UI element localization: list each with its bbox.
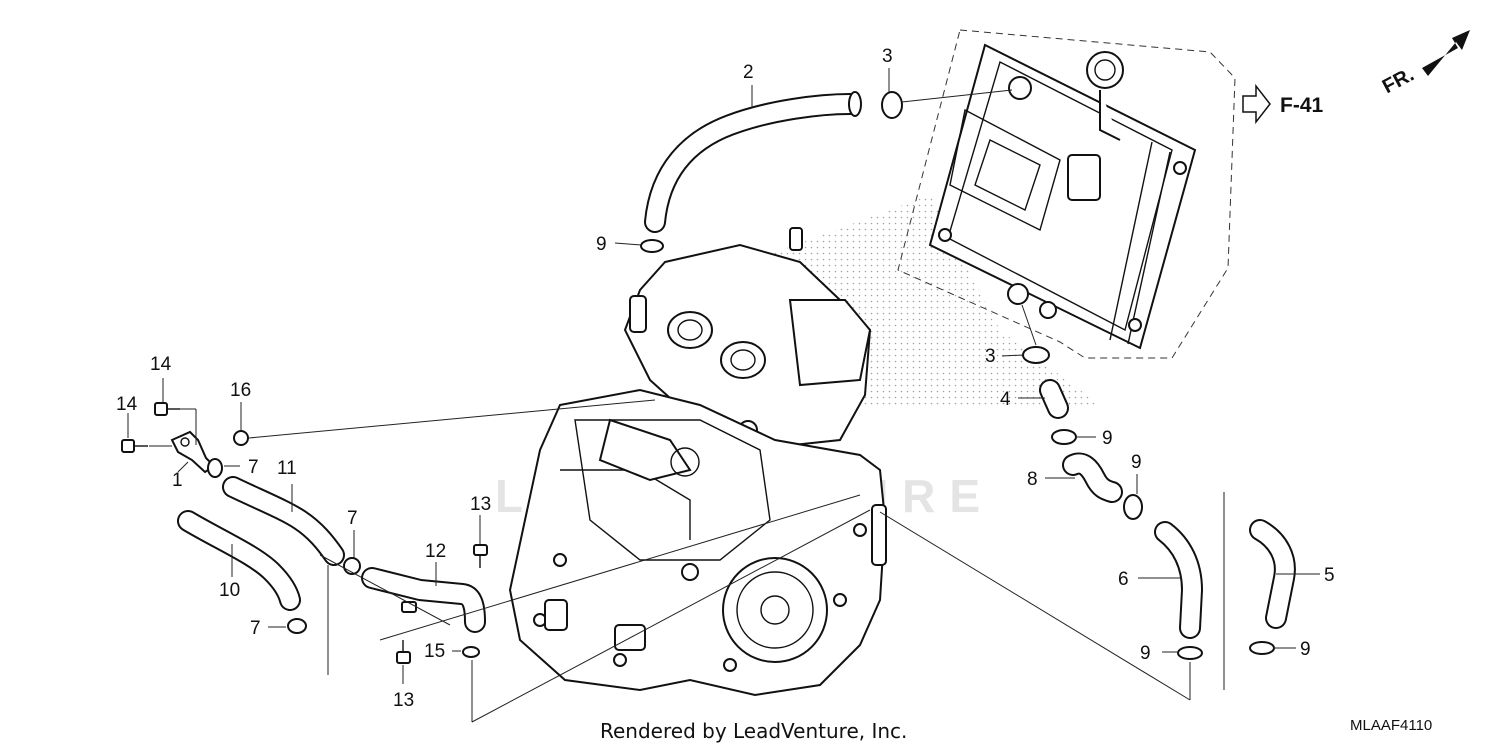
callout-14-left: 14 [116,394,138,415]
clamp-9-hose5 [1249,641,1275,655]
callout-9-mid2: 9 [1131,452,1142,473]
hose-10 [177,510,301,611]
pipe-12 [361,567,486,633]
clamp-9-mid2 [1123,494,1143,520]
callout-10: 10 [219,580,240,601]
callout-15: 15 [424,641,445,662]
callout-12: 12 [425,541,446,562]
reference-boundary [897,29,1236,359]
callout-16: 16 [230,380,251,401]
callout-5: 5 [1324,565,1335,586]
clamp-3-top [881,91,903,119]
callout-7-c: 7 [250,618,261,639]
hose-5 [1249,519,1296,629]
callout-13-top: 13 [470,494,491,515]
callout-14-top: 14 [150,354,172,375]
clamp-7-c [287,618,307,634]
engine-illustration [508,227,887,697]
reference-label: F-41 [1280,94,1324,117]
bolt-13-top [473,544,488,568]
callout-11: 11 [277,458,297,479]
clamp-9-hose6 [1177,646,1203,660]
hose-11 [222,476,345,566]
callout-1: 1 [172,470,183,491]
callout-9-mid: 9 [1102,428,1113,449]
front-direction-arrow [1422,30,1470,76]
rendered-by-credit: Rendered by LeadVenture, Inc. [600,719,907,743]
bolt-14-left [121,439,148,453]
callout-4: 4 [1000,389,1011,410]
callout-2: 2 [743,62,754,83]
bolt-13-bottom [396,640,411,664]
clamp-7-a [207,458,223,478]
o-ring-16 [233,430,249,446]
clamp-3-mid [1022,346,1050,364]
reference-arrow [1242,83,1271,125]
o-ring-15 [462,646,480,658]
callout-7-a: 7 [248,457,259,478]
clamp-7-b [343,557,361,575]
callout-9-hose5: 9 [1300,639,1311,660]
bolt-14-top [154,402,180,416]
leader-lines [127,68,1320,723]
callout-9-top: 9 [596,234,607,255]
callout-13-bottom: 13 [393,690,414,711]
radiator-illustration [928,43,1197,350]
callout-7-b: 7 [347,508,358,529]
hose-2 [644,91,862,233]
clamp-9-top [640,239,664,253]
callout-6: 6 [1118,569,1129,590]
callout-8: 8 [1027,469,1038,490]
front-direction-label: FR. [1379,64,1418,99]
callout-3-top: 3 [882,46,893,67]
diagram-code: MLAAF4110 [1350,717,1432,734]
hose-8 [1062,452,1123,503]
clamp-9-mid [1051,429,1077,445]
callout-3-mid: 3 [985,346,996,367]
callout-9-hose6: 9 [1140,643,1151,664]
hose-6 [1154,521,1203,639]
hose-4 [1039,379,1069,419]
